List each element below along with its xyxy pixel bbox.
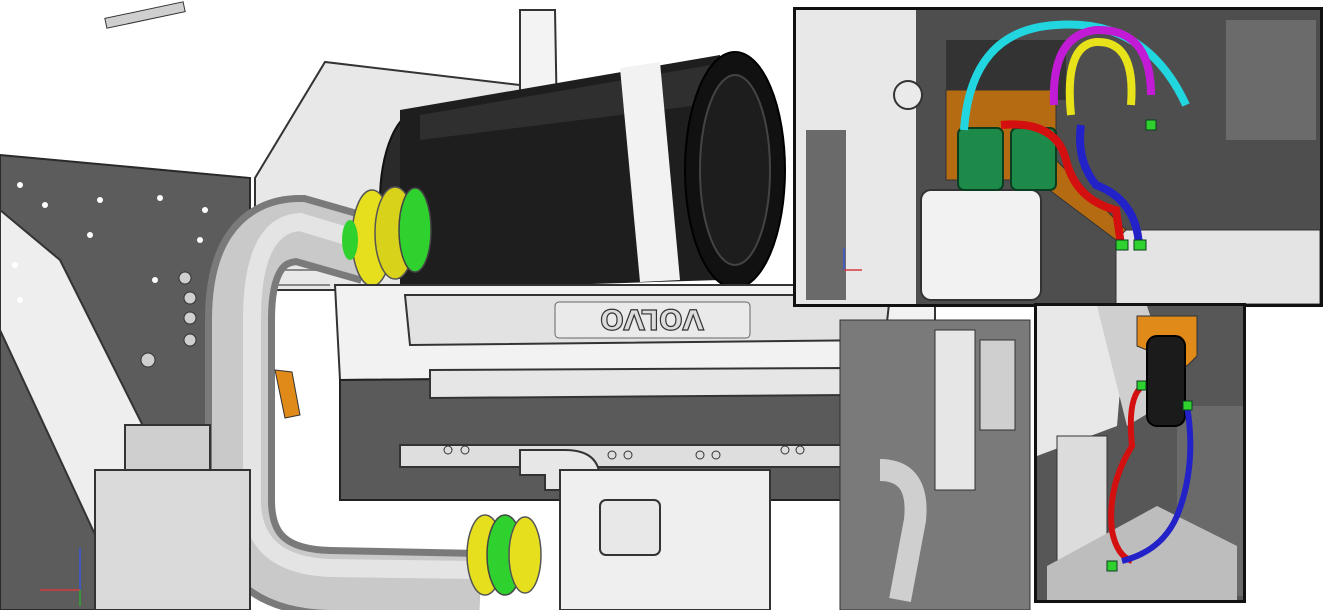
air-filter (379, 51, 786, 291)
axis-triad-icon (40, 548, 81, 606)
plate-holes (12, 182, 233, 303)
hose-cyan (960, 20, 1190, 131)
axis-triad-icon (843, 248, 862, 271)
volvo-logo-text: VOLVO (600, 303, 704, 336)
inset-upper-right (793, 7, 1323, 307)
cover-plate (599, 499, 661, 556)
hose-yellow (1065, 37, 1136, 116)
inset2-hose-blue (1121, 405, 1194, 564)
inset2-hose-red (1108, 383, 1145, 564)
engine-rail (429, 366, 851, 400)
small-bracket (104, 1, 186, 29)
inset1-fittings (1115, 119, 1157, 251)
upper-clamp (342, 186, 432, 287)
inset1-right-block (1115, 229, 1320, 304)
inset-lower-drawing (1037, 306, 1243, 600)
lower-housing (559, 469, 771, 610)
filter-band (620, 62, 680, 282)
hose-blue (1076, 124, 1143, 246)
lower-clamp (466, 514, 542, 596)
inset-upper-drawing (796, 10, 1320, 304)
hose-magenta (1049, 25, 1155, 106)
flywheel-housing (94, 469, 251, 610)
inset1-green-filter-1 (957, 127, 1004, 191)
inset-lower-right (1034, 303, 1246, 603)
volvo-logo: VOLVO (554, 301, 751, 339)
pipe-bracket-orange (274, 369, 301, 419)
inset1-white-box (920, 189, 1042, 301)
hose-red (1000, 120, 1125, 246)
inset2-black-filter (1146, 335, 1186, 427)
